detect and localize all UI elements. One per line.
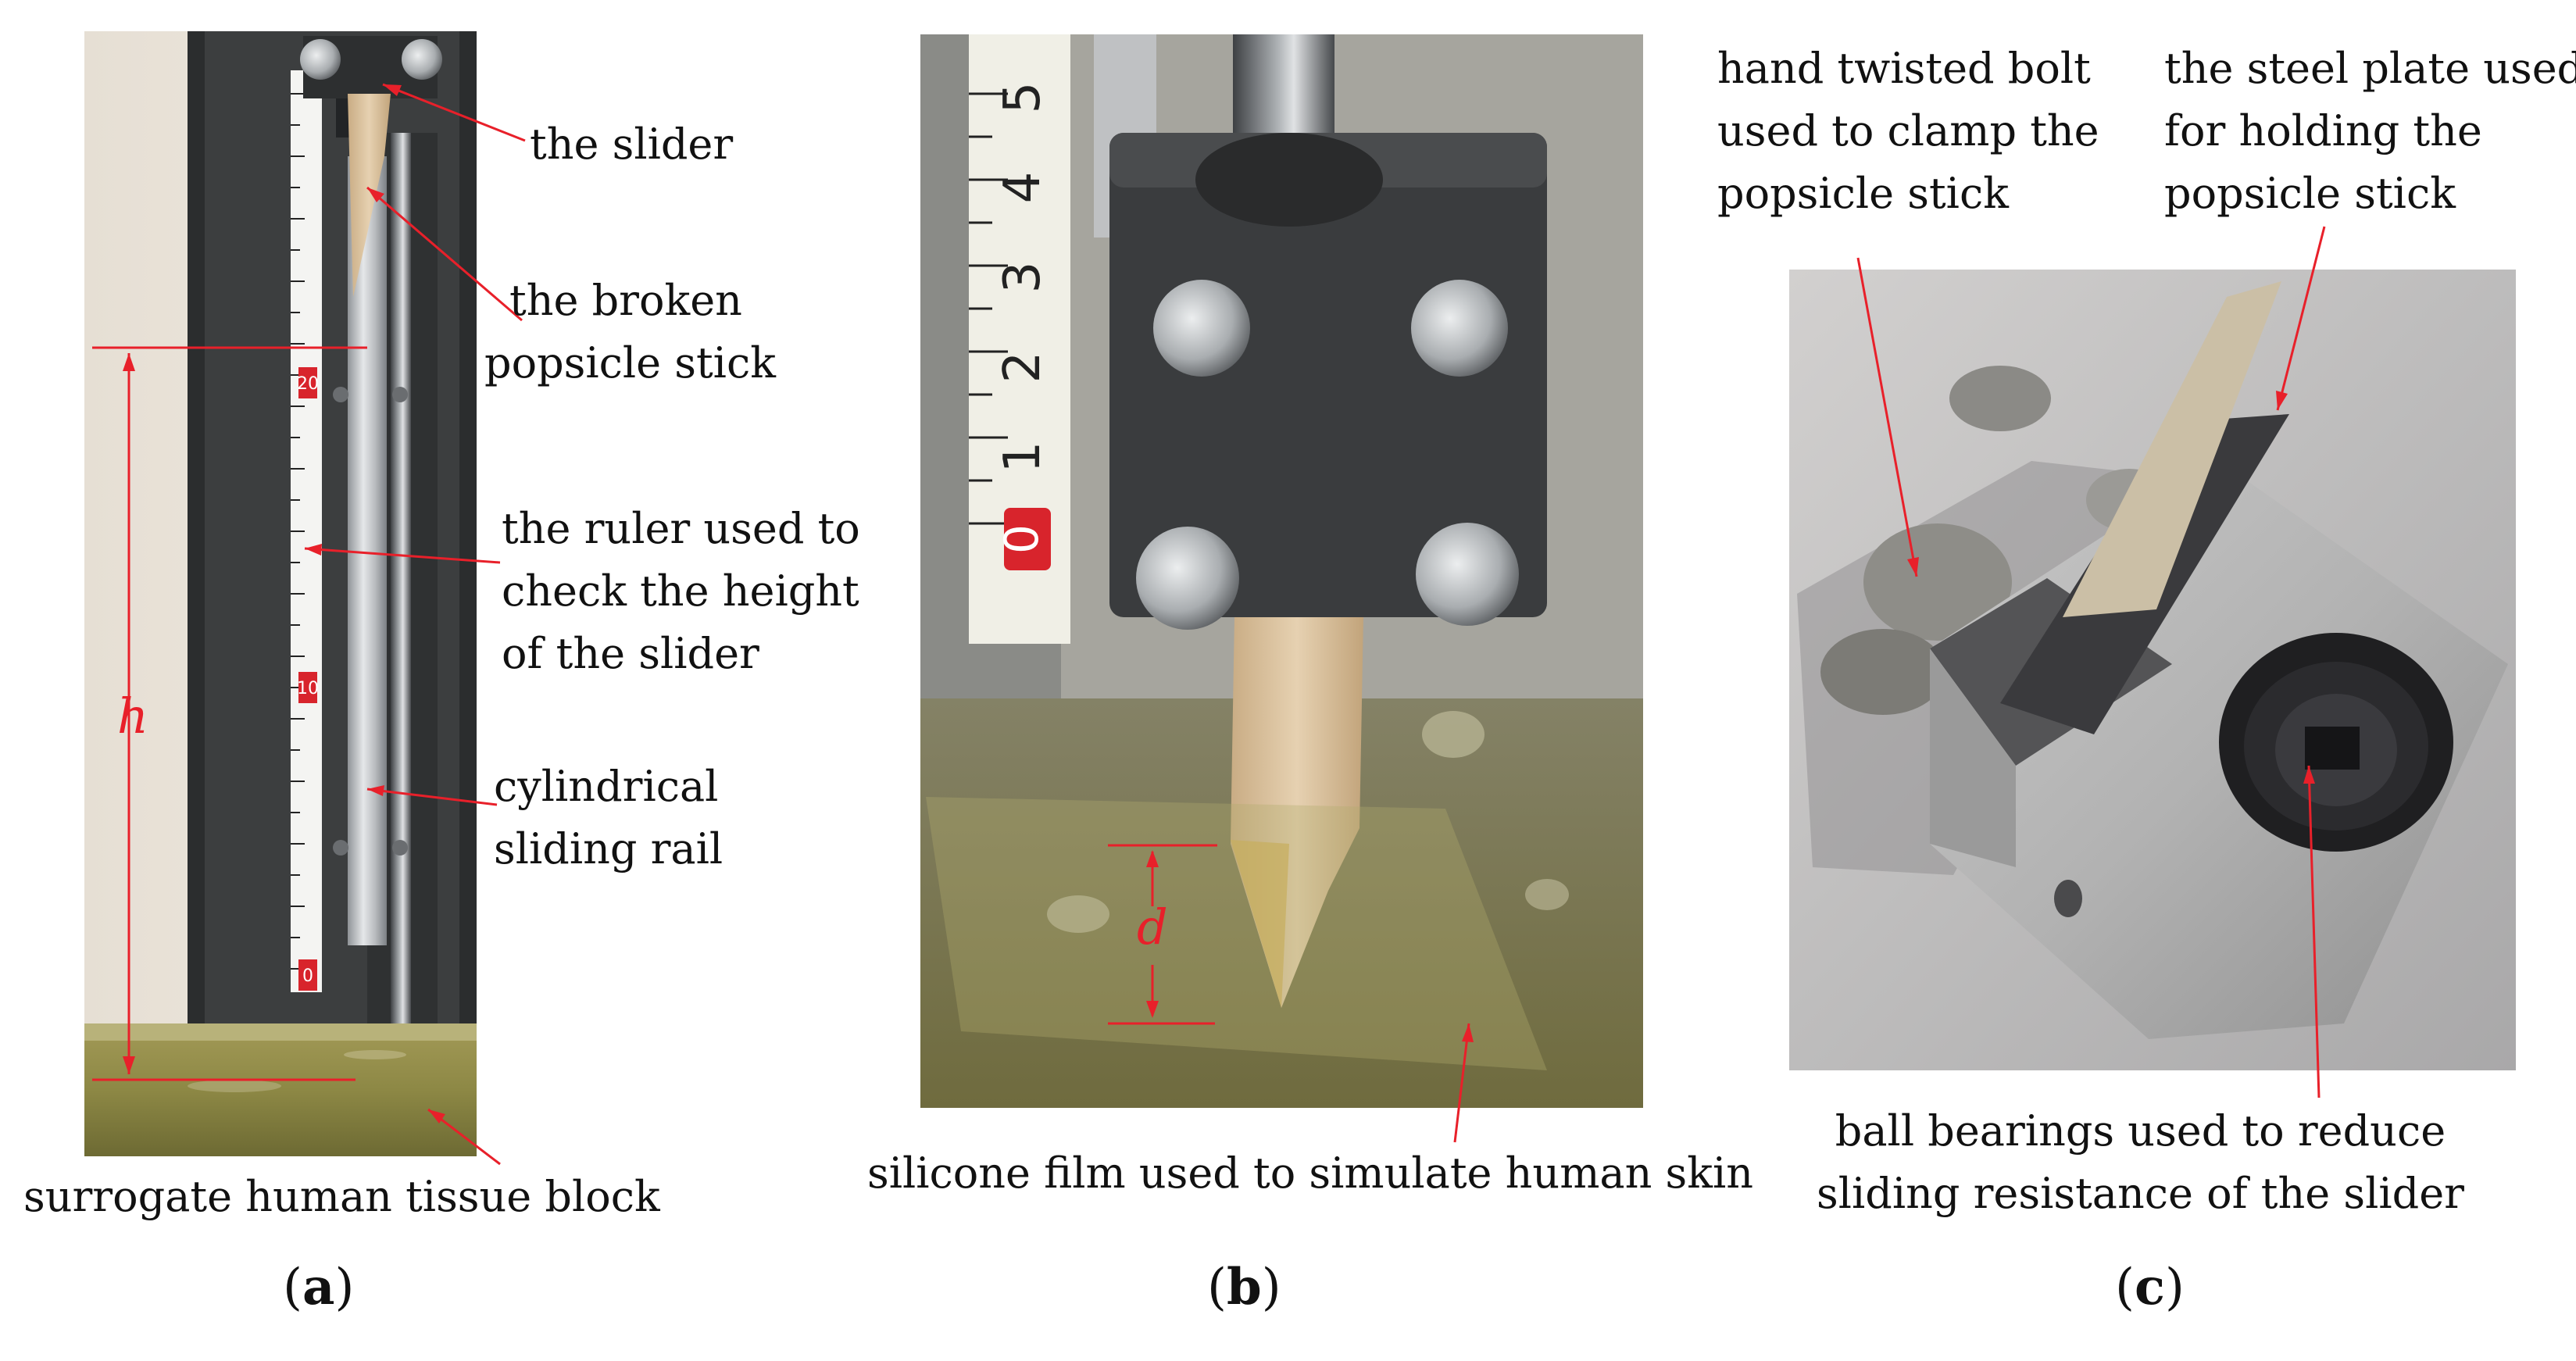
- ruler-b-number-1: 1: [994, 441, 1052, 473]
- panel-c-annotations: [1856, 226, 2326, 1098]
- ruler-number-10: 10: [297, 679, 319, 698]
- ruler-number-20: 20: [297, 374, 319, 394]
- ruler-b-number-2: 2: [994, 352, 1052, 384]
- ruler-ticks-b: [969, 92, 1008, 525]
- panel-b-photo: 5 4 3 2 1 0: [920, 34, 1643, 1108]
- panel-c-photo: [1789, 270, 2516, 1070]
- panel-a-annotations: [92, 83, 526, 1166]
- ruler-number-0: 0: [302, 966, 313, 986]
- ruler-b-number-3: 3: [994, 262, 1052, 294]
- ruler-b-number-4: 4: [994, 172, 1052, 204]
- panel-b-annotations: [1108, 844, 1474, 1143]
- ruler-ticks-a: [291, 93, 305, 970]
- panel-a-photo: 20 10 0: [84, 31, 477, 1156]
- ruler-b-number-0: 0: [995, 524, 1049, 554]
- ruler-b-number-5: 5: [994, 82, 1052, 114]
